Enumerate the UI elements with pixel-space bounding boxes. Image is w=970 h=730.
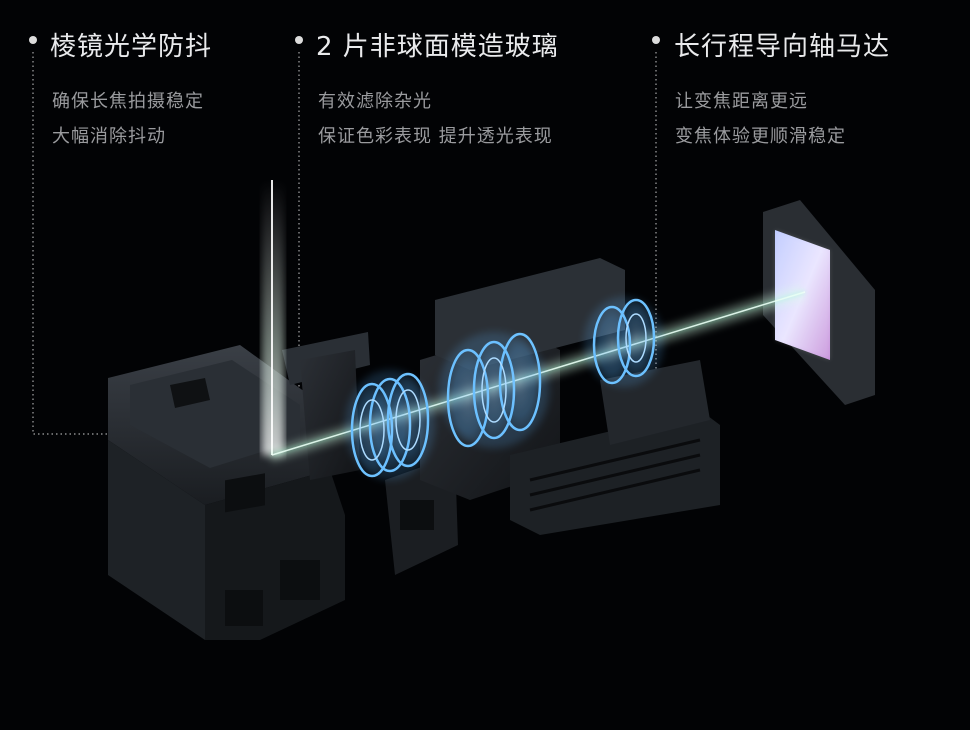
feature-desc-line: 大幅消除抖动 [52,126,166,147]
lens-glow-halo [345,297,664,480]
feature-desc-line: 保证色彩表现 提升透光表现 [318,126,553,147]
feature-title: 2 片非球面模造玻璃 [316,32,559,62]
bullet-dot-icon [295,36,303,44]
leader-line-prism [32,52,246,435]
feature-desc-line: 确保长焦拍摄稳定 [52,91,204,112]
feature-title: 棱镜光学防抖 [50,32,213,62]
feature-desc-line: 让变焦距离更远 [675,91,808,112]
prism-housing [108,345,345,640]
bullet-dot-icon [652,36,660,44]
feature-desc-line: 有效滤除杂光 [318,91,432,112]
feature-desc-line: 变焦体验更顺滑稳定 [675,126,846,147]
bullet-dot-icon [29,36,37,44]
feature-title: 长行程导向轴马达 [674,32,891,62]
